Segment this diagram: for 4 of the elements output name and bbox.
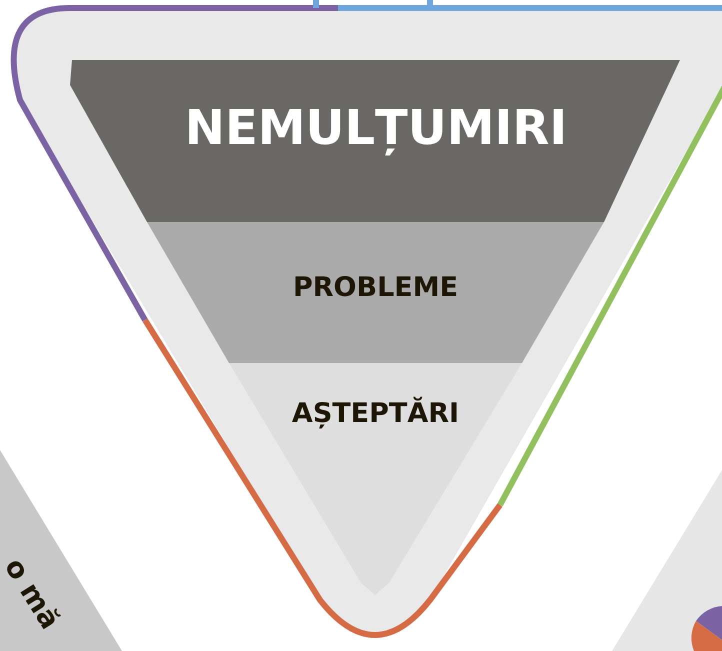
band-title: PROBLEME xyxy=(292,272,458,303)
rotated-text: o mă xyxy=(0,552,67,635)
band-title: AȘTEPTĂRI xyxy=(292,398,460,429)
band-title: NEMULȚUMIRI xyxy=(184,100,568,156)
